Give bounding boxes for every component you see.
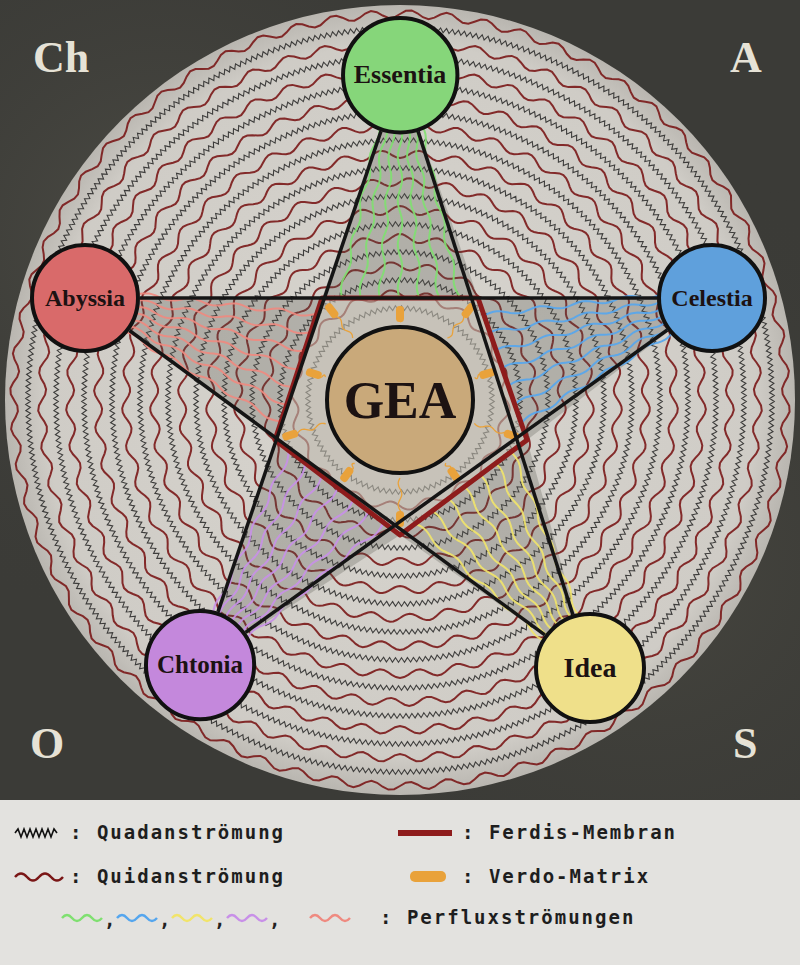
perflux-stream [221, 500, 353, 647]
perflux-sample [310, 915, 350, 921]
circle-shape [327, 327, 473, 473]
legend-item: : Verdo-Matrix [462, 867, 650, 886]
legend-text: : Ferdis-Membran [462, 821, 677, 843]
quidan-sample [15, 874, 63, 881]
outer-disc [5, 5, 795, 795]
circle-shape [536, 614, 644, 722]
node-label: Idea [564, 652, 617, 684]
quidan-ring [10, 10, 789, 789]
legend-comma: , [269, 910, 280, 929]
verdo-sample [410, 871, 446, 882]
node-label: Chtonia [157, 651, 243, 679]
legend-text: : Perfluxströmungen [380, 906, 635, 928]
perflux-stream [515, 316, 691, 404]
node-label: Essentia [354, 60, 446, 90]
center-circle: GEA [325, 325, 475, 475]
legend-panel [0, 800, 800, 965]
corner-letter: S [733, 722, 757, 766]
quidan-ring [66, 66, 734, 733]
perflux-stream [107, 316, 287, 404]
legend-comma: , [104, 910, 115, 929]
ground-texture [0, 0, 800, 800]
quadan-ring [54, 54, 747, 747]
legend-text: : Quidanströmung [70, 865, 285, 887]
verdo-node [339, 466, 355, 484]
realm-circle: Chtonia [144, 609, 256, 721]
perflux-stream [114, 297, 311, 333]
node-label: GEA [344, 371, 457, 430]
perflux-stream [496, 463, 584, 640]
stream-rings [10, 10, 789, 789]
realm-circle: Celestia [657, 243, 767, 353]
verdo-node [324, 302, 340, 320]
legend-item: : Quidanströmung [70, 867, 285, 886]
realm-circle: Idea [534, 612, 646, 724]
perflux-stream [416, 102, 461, 298]
verdo-node [305, 368, 323, 380]
perflux-stream [480, 475, 579, 643]
realm-circle: Essentia [341, 16, 459, 134]
perflux-sample [117, 915, 157, 921]
quidan-ring [38, 38, 762, 761]
circle-shape [343, 18, 457, 132]
node-label: Abyssia [45, 285, 125, 312]
ground-texture [0, 0, 800, 800]
corner-letter: Ch [33, 36, 89, 80]
perflux-stream [204, 451, 289, 634]
legend-comma: , [159, 910, 170, 929]
perflux-stream [208, 463, 306, 637]
quadan-ring [26, 26, 775, 775]
perflux-stream [109, 311, 293, 386]
perflux-stream [341, 102, 384, 298]
verdo-node [281, 429, 299, 441]
pentagram-line [140, 298, 657, 299]
quadan-sample [15, 829, 57, 837]
circle-shape [146, 611, 254, 719]
perflux-sample [62, 915, 102, 921]
circle-shape [659, 245, 765, 351]
perflux-sample [227, 915, 267, 921]
verdo-node [396, 306, 404, 322]
perflux-streams [106, 102, 692, 656]
perflux-stream [106, 321, 281, 422]
corner-letter: O [30, 722, 64, 766]
legend-comma: , [214, 910, 225, 929]
pentagram-line [140, 296, 657, 300]
circle-shape [32, 245, 138, 351]
legend-item: : Quadanströmung [70, 823, 285, 842]
legend-text: : Verdo-Matrix [462, 865, 650, 887]
node-label: Celestia [671, 285, 752, 312]
perflux-stream [415, 524, 562, 657]
legend-item: : Perfluxströmungen [380, 908, 635, 927]
perflux-sample [172, 915, 212, 921]
corner-letter: A [730, 36, 762, 80]
pentagram-shade [85, 75, 712, 668]
legend-item: : Ferdis-Membran [462, 823, 677, 842]
dark-ground [0, 0, 800, 800]
ferdis-sample [398, 830, 452, 836]
legend-text: : Quadanströmung [70, 821, 285, 843]
perflux-stream [115, 292, 316, 316]
realm-circle: Abyssia [30, 243, 140, 353]
